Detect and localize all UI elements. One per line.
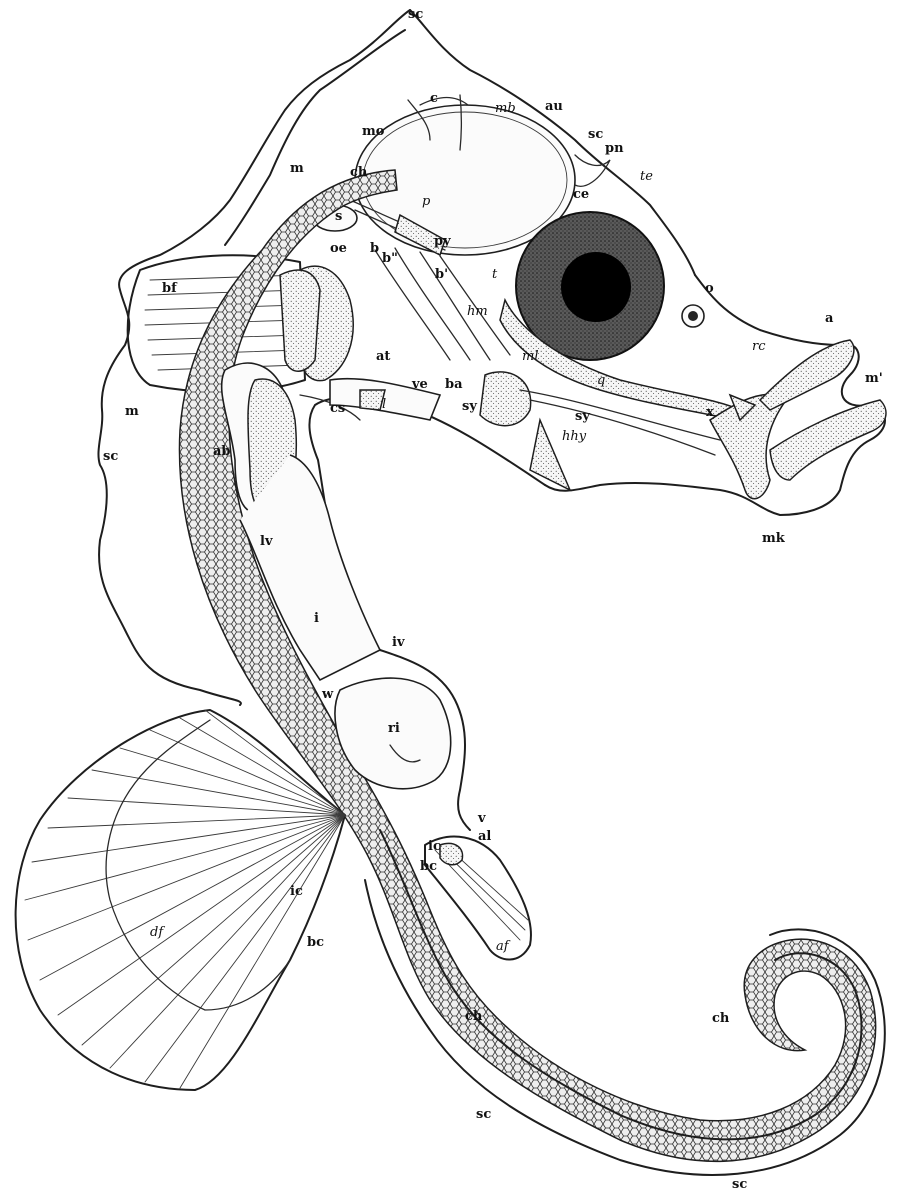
label-t: t	[492, 267, 498, 282]
label-au: au	[545, 99, 563, 114]
label-oe: oe	[330, 241, 347, 256]
label-py: py	[434, 234, 451, 249]
label-bf: bf	[162, 281, 178, 296]
label-ri: ri	[388, 721, 400, 736]
label-i: i	[314, 611, 319, 626]
eye	[516, 212, 704, 360]
label-af: af	[496, 939, 511, 954]
label-o: o	[705, 281, 714, 296]
label-m-prime: m'	[865, 371, 883, 386]
label-b3: b'	[435, 267, 448, 282]
label-te: te	[640, 169, 653, 184]
label-w: w	[321, 687, 334, 702]
label-sc-bottom-right: sc	[732, 1177, 747, 1192]
label-pn: pn	[605, 141, 624, 156]
label-sc-head: sc	[588, 127, 603, 142]
label-b: b	[370, 241, 379, 256]
label-sy2: sy	[575, 409, 590, 424]
label-lv: lv	[260, 534, 273, 549]
label-b2: b"	[382, 251, 398, 266]
label-mb: mb	[495, 101, 516, 116]
label-ve: ve	[411, 377, 428, 392]
label-mk: mk	[762, 531, 786, 546]
label-ch-top: ch	[350, 165, 368, 180]
label-ch-mid: ch	[465, 1009, 483, 1024]
label-ml: ml	[522, 349, 539, 364]
label-sc-left: sc	[103, 449, 118, 464]
label-m-top: m	[290, 161, 304, 176]
label-ab: ab	[213, 444, 231, 459]
label-cs: cs	[330, 401, 345, 416]
label-hhy: hhy	[562, 429, 587, 444]
dorsal-fin	[16, 710, 345, 1090]
label-mo: mo	[362, 124, 385, 139]
label-ce: ce	[573, 187, 589, 202]
label-sc-top: sc	[408, 7, 423, 22]
label-a: a	[825, 311, 834, 326]
label-al: al	[478, 829, 491, 844]
label-sc-bottom-mid: sc	[476, 1107, 491, 1122]
label-iv: iv	[392, 635, 405, 650]
label-s: s	[335, 209, 342, 224]
label-c: c	[430, 91, 438, 106]
label-df: df	[150, 925, 165, 940]
label-bc-left: bc	[307, 935, 324, 950]
label-ic-right: ic	[428, 839, 441, 854]
label-at: at	[376, 349, 390, 364]
label-l: l	[382, 397, 386, 412]
label-m-left: m	[125, 404, 139, 419]
label-p: p	[422, 194, 431, 209]
label-bc-right: bc	[420, 859, 437, 874]
label-ch-tail: ch	[712, 1011, 730, 1026]
label-ic-left: ic	[290, 884, 303, 899]
label-hm: hm	[467, 304, 488, 319]
label-sy: sy	[462, 399, 477, 414]
label-v: v	[477, 811, 486, 826]
label-rc: rc	[752, 339, 766, 354]
label-x: x	[706, 405, 714, 420]
label-ba: ba	[445, 377, 463, 392]
label-q: q	[597, 373, 605, 388]
